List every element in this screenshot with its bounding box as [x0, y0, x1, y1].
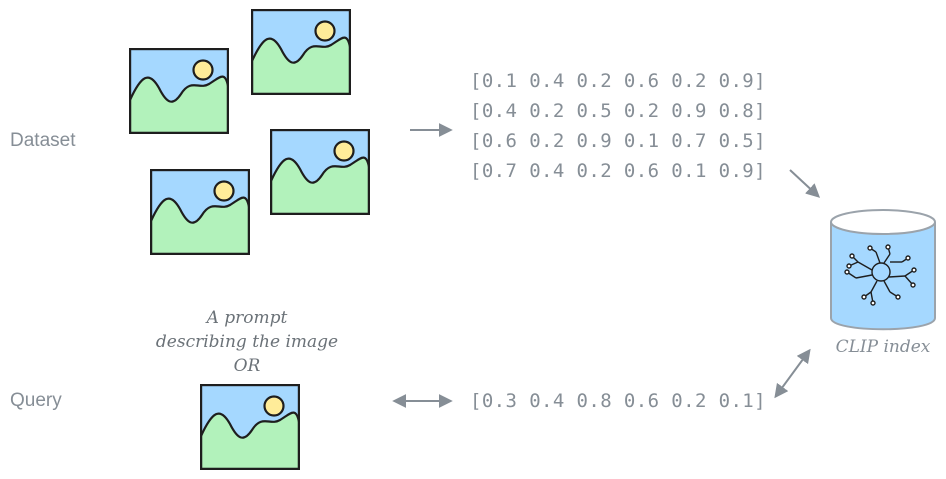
dataset-vector-2: [0.4 0.2 0.5 0.2 0.9 0.8] [470, 100, 766, 122]
clip-index-label: CLIP index [835, 337, 931, 357]
query-image [200, 384, 300, 470]
prompt-note: A prompt describing the image OR [138, 306, 356, 378]
dataset-image-2 [251, 9, 351, 95]
database-cylinder-icon [830, 209, 936, 331]
index-query-bidirectional-arrow [774, 348, 811, 399]
query-vector: [0.3 0.4 0.8 0.6 0.2 0.1] [470, 390, 766, 412]
prompt-note-line-3: OR [233, 356, 261, 376]
dataset-image-3 [270, 129, 370, 215]
dataset-vector-3: [0.6 0.2 0.9 0.1 0.7 0.5] [470, 130, 766, 152]
dataset-label: Dataset [10, 130, 76, 151]
vectors-to-index-arrow [789, 169, 821, 198]
prompt-note-line-1: A prompt [206, 308, 288, 328]
dataset-vector-1: [0.1 0.4 0.2 0.6 0.2 0.9] [470, 70, 766, 92]
dataset-vector-4: [0.7 0.4 0.2 0.6 0.1 0.9] [470, 160, 766, 182]
dataset-image-4 [150, 169, 250, 255]
dataset-image-1 [129, 48, 229, 134]
prompt-note-line-2: describing the image [155, 332, 339, 352]
tree-network-icon [844, 244, 917, 306]
query-label: Query [10, 390, 62, 411]
